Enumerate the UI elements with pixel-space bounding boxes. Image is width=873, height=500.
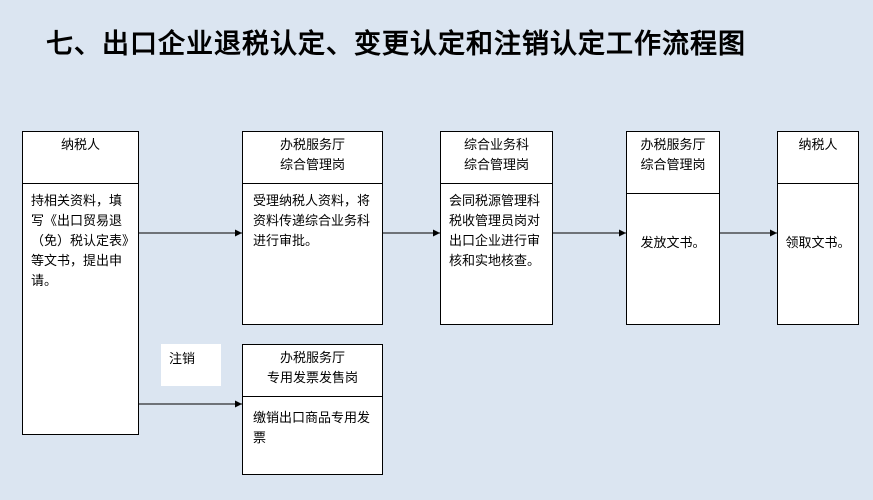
box-header: 纳税人 <box>778 132 858 184</box>
box-header: 综合业务科 综合管理岗 <box>441 132 552 184</box>
box-body: 受理纳税人资料，将资料传递综合业务科进行审批。 <box>253 194 371 249</box>
box-body: 领取文书。 <box>785 236 851 251</box>
taxpayer-start-box: 纳税人 持相关资料，填写《出口贸易退（免）税认定表》等文书，提出申请。 <box>22 131 139 435</box>
hall-issue-box: 办税服务厅 综合管理岗 发放文书。 <box>626 131 720 325</box>
box-body: 缴销出口商品专用发票 <box>253 411 371 446</box>
box-body: 持相关资料，填写《出口贸易退（免）税认定表》等文书，提出申请。 <box>31 194 129 289</box>
page-title: 七、出口企业退税认定、变更认定和注销认定工作流程图 <box>46 29 746 60</box>
box-header: 纳税人 <box>23 132 138 184</box>
business-dept-box: 综合业务科 综合管理岗 会同税源管理科税收管理员岗对出口企业进行审核和实地核查。 <box>440 131 553 325</box>
box-header: 办税服务厅 综合管理岗 <box>627 132 719 194</box>
invoice-post-box: 办税服务厅 专用发票发售岗 缴销出口商品专用发票 <box>242 344 383 475</box>
cancel-note: 注销 <box>161 344 221 386</box>
hall-accept-box: 办税服务厅 综合管理岗 受理纳税人资料，将资料传递综合业务科进行审批。 <box>242 131 383 325</box>
box-header: 办税服务厅 专用发票发售岗 <box>243 345 382 397</box>
taxpayer-end-box: 纳税人 领取文书。 <box>777 131 859 325</box>
box-header: 办税服务厅 综合管理岗 <box>243 132 382 184</box>
box-body: 发放文书。 <box>640 236 706 251</box>
box-body: 会同税源管理科税收管理员岗对出口企业进行审核和实地核查。 <box>449 194 541 269</box>
